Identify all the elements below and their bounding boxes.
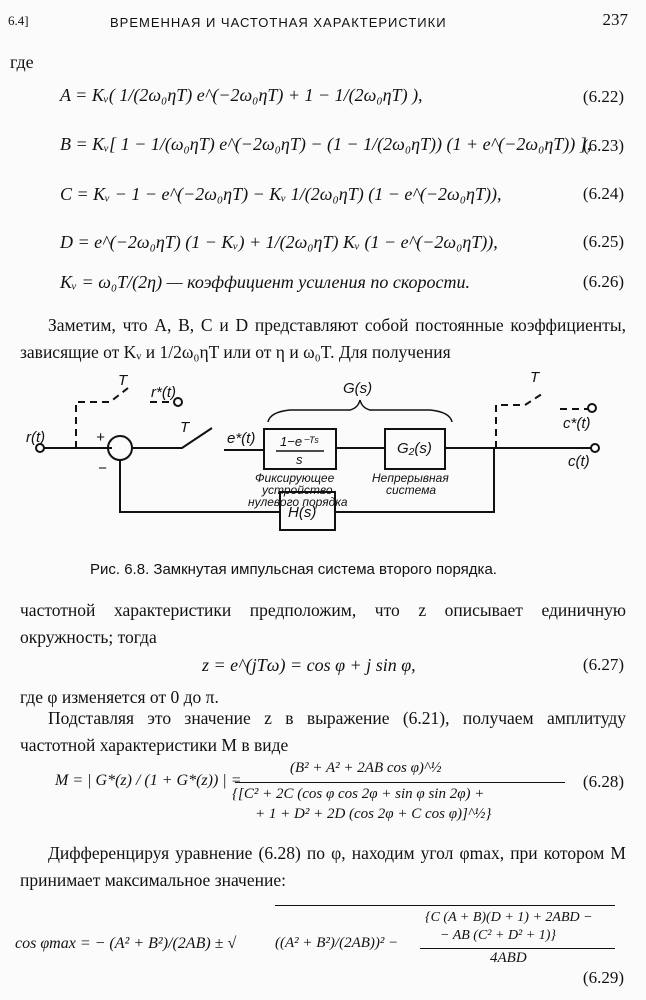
plant-caption: Непрерывная [372, 471, 449, 485]
zoh-caption: устройство [261, 483, 333, 497]
equation-number: (6.28) [582, 772, 624, 791]
equation-6-28-denominator: {[C² + 2C (cos φ cos 2φ + sin φ sin 2φ) … [232, 786, 485, 802]
equation-number: (6.23) [582, 136, 624, 155]
equation-number: (6.26) [582, 272, 624, 291]
label-T: T [530, 369, 541, 386]
label-T: T [180, 419, 191, 436]
sampler-r-dashed [75, 387, 129, 448]
equation-6-29-denominator: 4ABD [490, 950, 527, 966]
running-title: ВРЕМЕННАЯ И ЧАСТОТНАЯ ХАРАКТЕРИСТИКИ [110, 15, 447, 30]
equation-6-29-lhs: cos φmax = − (A² + B²)/(2AB) ± √ [15, 935, 237, 952]
equation-6-29-term: ((A² + B²)/(2AB))² − [275, 935, 399, 951]
equation-6-29-numerator: − AB (C² + D² + 1)} [440, 928, 556, 943]
zoh-caption: нулевого порядка [248, 495, 348, 509]
label-plus: + [96, 429, 105, 446]
label-e-star: e*(t) [227, 430, 255, 447]
paragraph: где φ изменяется от 0 до π. [20, 687, 219, 707]
equation-6-24: C = Kᵥ − 1 − e^(−2ω₀ηT) − Kᵥ 1/(2ω₀ηT) (… [60, 184, 502, 204]
g-brace [267, 399, 453, 423]
equation-6-26: Kᵥ = ω₀T/(2η) — коэффициент усиления по … [60, 272, 471, 292]
zoh-denominator: s [296, 452, 303, 467]
label-G: G(s) [343, 380, 372, 397]
feedback-line [119, 448, 495, 513]
figure-caption: Рис. 6.8. Замкнутая импульсная система в… [90, 561, 497, 578]
label-r: r(t) [26, 429, 45, 446]
fraction-bar [420, 948, 615, 949]
paragraph: Заметим, что A, B, C и D представляют со… [20, 315, 626, 362]
plant-caption: система [386, 483, 436, 497]
equation-6-23: B = Kᵥ[ 1 − 1/(ω₀ηT) e^(−2ω₀ηT) − (1 − 1… [60, 134, 592, 154]
section-number: 6.4] [8, 13, 29, 28]
paragraph: Дифференцируя уравнение (6.28) по φ, нах… [20, 843, 626, 890]
equation-number: (6.22) [582, 87, 624, 106]
sampler-switch [132, 427, 213, 449]
equation-6-27: z = e^(jTω) = cos φ + j sin φ, [202, 655, 416, 675]
equation-6-25: D = e^(−2ω₀ηT) (1 − Kᵥ) + 1/(2ω₀ηT) Kᵥ (… [60, 232, 498, 252]
label-H: H(s) [288, 504, 316, 521]
label-minus: − [98, 460, 107, 477]
equation-6-22: A = Kᵥ( 1/(2ω₀ηT) e^(−2ω₀ηT) + 1 − 1/(2ω… [60, 85, 423, 105]
label-T: T [118, 372, 129, 389]
intro-word: где [10, 52, 34, 72]
equation-number: (6.27) [582, 655, 624, 674]
paragraph: частотной характеристики предположим, чт… [20, 600, 626, 647]
equation-number: (6.24) [582, 184, 624, 203]
equation-number: (6.25) [582, 232, 624, 251]
paragraph: Подставляя это значение z в выражение (6… [20, 708, 626, 755]
zoh-numerator: 1−e⁻ᵀˢ [280, 434, 319, 449]
label-r-star: r*(t) [151, 384, 176, 401]
page-number: 237 [602, 10, 629, 29]
equation-6-28-denominator: + 1 + D² + 2D (cos 2φ + C cos φ)]^½} [255, 806, 492, 822]
label-c: c(t) [568, 453, 590, 470]
equation-6-28-numerator: (B² + A² + 2AB cos φ)^½ [290, 760, 442, 776]
radical-bar [275, 905, 615, 906]
block-diagram: r(t) r*(t) T T T + − e*(t) G(s) 1−e⁻ᵀˢ s… [26, 369, 600, 531]
equation-6-29-numerator: {C (A + B)(D + 1) + 2ABD − [425, 910, 593, 925]
zoh-caption: Фиксирующее [255, 471, 335, 485]
label-c-star: c*(t) [563, 415, 591, 432]
label-G2: G₂(s) [397, 440, 432, 457]
equation-6-28-lhs: M = | G*(z) / (1 + G*(z)) | = [55, 772, 242, 789]
equation-number: (6.29) [582, 968, 624, 987]
h-block [279, 491, 336, 531]
fraction-bar [235, 782, 565, 783]
